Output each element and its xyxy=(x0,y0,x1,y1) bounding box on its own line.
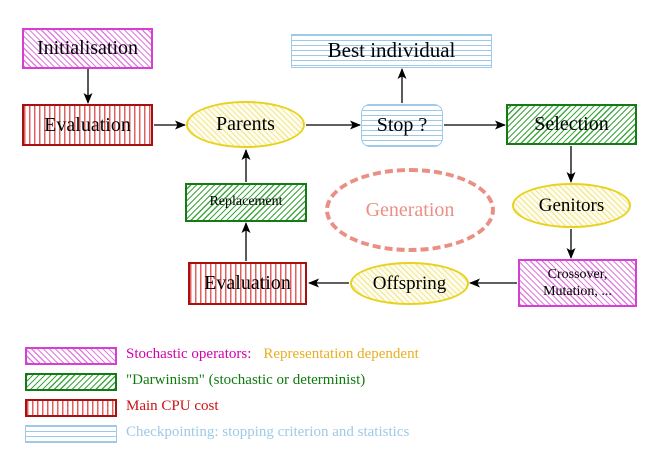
node-replacement[interactable]: Replacement xyxy=(185,183,307,222)
node-evaluation-top[interactable]: Evaluation xyxy=(22,104,153,146)
node-crossover-mutation[interactable]: Crossover, Mutation, ... xyxy=(518,259,637,307)
legend-label-stochastic-operators: Stochastic operators: Representation depe… xyxy=(126,346,419,363)
legend-text-stochastic-operators: Stochastic operators: xyxy=(126,346,252,362)
legend-label-darwinism: "Darwinism" (stochastic or determinist) xyxy=(126,372,366,388)
legend-label-checkpointing: Checkpointing: stopping criterion and st… xyxy=(126,424,410,440)
legend-label-main-cpu-cost: Main CPU cost xyxy=(126,398,219,414)
legend-swatch-main-cpu-cost xyxy=(25,399,117,417)
node-initialisation[interactable]: Initialisation xyxy=(22,28,153,69)
node-evaluation-bottom[interactable]: Evaluation xyxy=(188,262,307,305)
legend-swatch-checkpointing xyxy=(25,425,117,443)
legend-swatch-stochastic-operators xyxy=(25,347,117,365)
legend-text-representation-dependent: Representation dependent xyxy=(263,346,419,362)
node-parents[interactable]: Parents xyxy=(186,101,305,148)
legend-swatch-darwinism xyxy=(25,373,117,391)
node-offspring[interactable]: Offspring xyxy=(350,262,469,305)
node-selection[interactable]: Selection xyxy=(506,104,637,145)
node-genitors[interactable]: Genitors xyxy=(512,183,631,228)
node-stop[interactable]: Stop ? xyxy=(361,104,443,147)
node-generation-cycle: Generation xyxy=(325,168,495,252)
node-best-individual[interactable]: Best individual xyxy=(291,34,492,68)
